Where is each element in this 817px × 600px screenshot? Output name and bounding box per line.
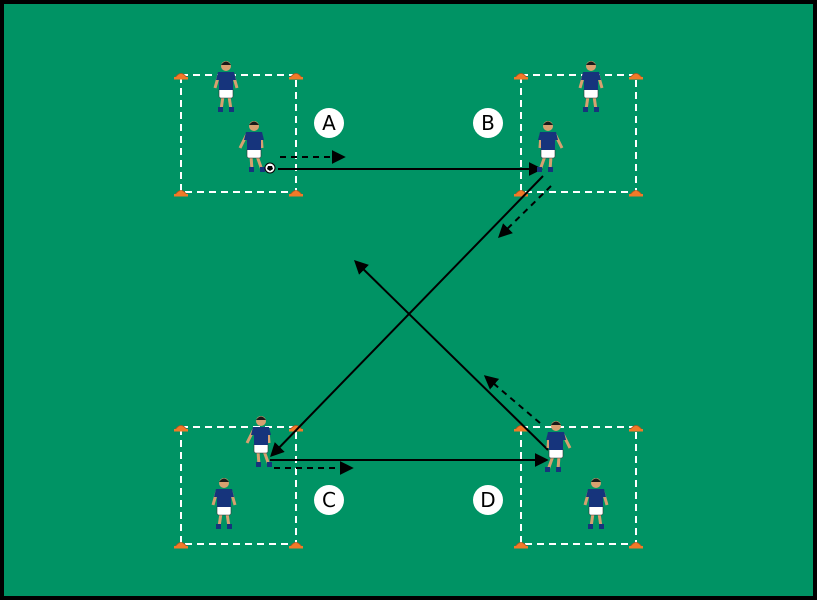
run-b (498, 185, 552, 238)
station-label-b-text: B (481, 111, 495, 135)
pass-d-to-centre (353, 260, 549, 451)
cone-icon (629, 425, 643, 432)
cone-icon (289, 190, 303, 197)
station-label-d: D (473, 485, 503, 515)
station-label-a-text: A (322, 111, 336, 135)
player-b-waiting (578, 61, 604, 112)
cone-icon (174, 542, 188, 549)
player-a-waiting (213, 61, 239, 112)
soccer-ball-icon (264, 162, 276, 174)
cone-icon (289, 73, 303, 80)
player-c-receiver (245, 416, 272, 467)
player-c-waiting (211, 478, 237, 529)
station-label-c: C (314, 485, 344, 515)
cone-icon (514, 73, 528, 80)
station-label-d-text: D (480, 488, 495, 512)
cones-layer (174, 73, 643, 549)
player-d-waiting (583, 478, 609, 529)
cone-icon (174, 73, 188, 80)
cone-icon (289, 542, 303, 549)
player-b-receiver (537, 121, 564, 172)
pass-b-to-c (270, 175, 544, 458)
cone-icon (514, 190, 528, 197)
zone-d (520, 426, 637, 545)
station-label-c-text: C (322, 488, 336, 512)
station-label-b: B (473, 108, 503, 138)
zone-b (520, 74, 637, 193)
cone-icon (514, 542, 528, 549)
run-d (483, 375, 541, 424)
player-a-passer (238, 121, 265, 172)
player-d-receiver (545, 421, 572, 472)
station-label-a: A (314, 108, 344, 138)
players-layer (211, 61, 609, 529)
cone-icon (174, 425, 188, 432)
zones-layer (180, 74, 637, 545)
cone-icon (629, 190, 643, 197)
cone-icon (629, 542, 643, 549)
cone-icon (174, 190, 188, 197)
cone-icon (629, 73, 643, 80)
movement-layer (270, 150, 552, 475)
zone-c (180, 426, 297, 545)
zone-a (180, 74, 297, 193)
